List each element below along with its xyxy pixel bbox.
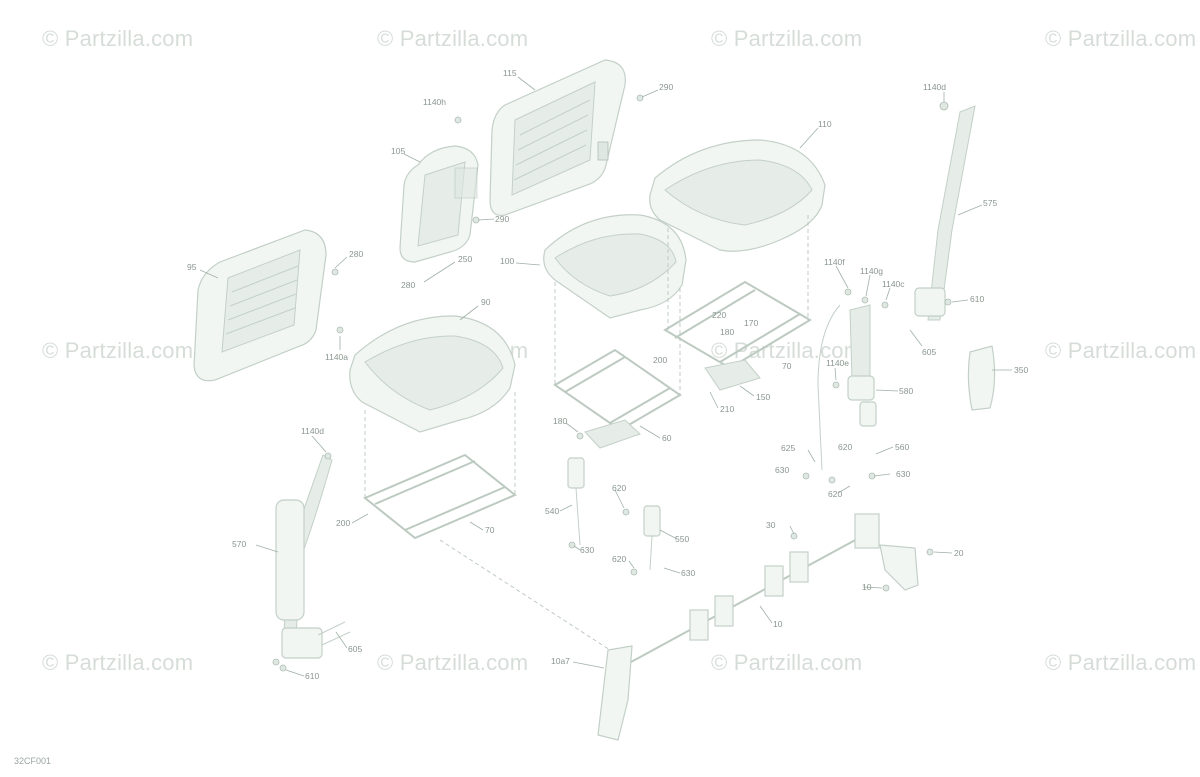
part-label: 1140a — [325, 352, 348, 362]
part-label: 620 — [828, 489, 842, 499]
part-label: 575 — [983, 198, 997, 208]
part-label: 1140h — [423, 97, 446, 107]
part-label: 580 — [899, 386, 913, 396]
seat-frame-70-upper — [663, 280, 812, 370]
leader-lines — [199, 76, 1012, 677]
part-label: 620 — [612, 554, 626, 564]
diagram-code: 32CF001 — [14, 756, 52, 766]
backrest-105 — [399, 145, 479, 263]
crossbar-10 — [597, 513, 919, 741]
part-label: 10 — [773, 619, 783, 629]
part-label: 1140c — [882, 279, 905, 289]
backrest-95 — [193, 229, 327, 382]
part-label: 10 — [862, 582, 872, 592]
part-label: 630 — [896, 469, 910, 479]
bracket-180 — [584, 419, 641, 449]
seat-belt-570 — [275, 454, 333, 659]
watermark: © Partzilla.com — [1045, 650, 1197, 675]
part-label: 1140g — [860, 266, 883, 276]
part-label: 250 — [458, 254, 472, 264]
backrest-115 — [489, 59, 626, 217]
part-label: 100 — [500, 256, 514, 266]
part-label: 625 — [781, 443, 795, 453]
buckle-540 — [567, 457, 585, 546]
part-label: 350 — [1014, 365, 1028, 375]
watermark: © Partzilla.com — [1045, 26, 1197, 51]
part-label: 280 — [401, 280, 415, 290]
seat-cushion-90 — [349, 315, 516, 433]
part-label: 210 — [720, 404, 734, 414]
watermark: © Partzilla.com — [42, 26, 194, 51]
part-label: 200 — [336, 518, 350, 528]
part-label: 150 — [756, 392, 770, 402]
watermark: © Partzilla.com — [711, 650, 863, 675]
part-label: 620 — [838, 442, 852, 452]
hardware — [272, 94, 952, 672]
part-label: 30 — [766, 520, 776, 530]
part-label: 90 — [481, 297, 491, 307]
part-label: 220 — [712, 310, 726, 320]
part-labels: 115 290 1140h 105 290 110 1140d 575 280 … — [187, 68, 1028, 681]
watermark: © Partzilla.com — [711, 26, 863, 51]
watermark: © Partzilla.com — [42, 650, 194, 675]
part-label: 70 — [782, 361, 792, 371]
part-label: 1140e — [826, 358, 849, 368]
watermark: © Partzilla.com — [1045, 338, 1197, 363]
alignment-lines — [364, 215, 809, 651]
seat-frame-70-lower — [363, 453, 517, 540]
seat-belt-580 — [817, 304, 877, 471]
cover-350 — [967, 345, 996, 411]
watermark: © Partzilla.com — [377, 650, 529, 675]
seat-belt-575 — [914, 101, 976, 321]
part-label: 70 — [485, 525, 495, 535]
part-label: 280 — [349, 249, 363, 259]
part-label: 610 — [305, 671, 319, 681]
part-label: 290 — [495, 214, 509, 224]
part-label: 60 — [662, 433, 672, 443]
bracket-150 — [704, 359, 761, 391]
part-label: 115 — [503, 68, 517, 78]
part-label: 570 — [232, 539, 246, 549]
part-label: 605 — [348, 644, 362, 654]
part-label: 110 — [818, 119, 832, 129]
part-label: 610 — [970, 294, 984, 304]
part-label: 1140d — [301, 426, 324, 436]
part-label: 180 — [553, 416, 567, 426]
part-label: 550 — [675, 534, 689, 544]
part-label: 630 — [580, 545, 594, 555]
part-label: 170 — [744, 318, 758, 328]
buckle-550 — [643, 505, 661, 571]
part-label: 180 — [720, 327, 734, 337]
part-label: 200 — [653, 355, 667, 365]
seat-cushion-100 — [543, 214, 687, 319]
part-label: 630 — [775, 465, 789, 475]
watermark: © Partzilla.com — [42, 338, 194, 363]
part-label: 540 — [545, 506, 559, 516]
part-label: 105 — [391, 146, 405, 156]
part-label: 95 — [187, 262, 197, 272]
watermark: © Partzilla.com — [711, 338, 863, 363]
part-label: 20 — [954, 548, 964, 558]
part-label: 560 — [895, 442, 909, 452]
part-label: 605 — [922, 347, 936, 357]
seat-cushion-110 — [649, 139, 826, 252]
part-label: 630 — [681, 568, 695, 578]
part-label: 290 — [659, 82, 673, 92]
part-label: 1140f — [824, 257, 845, 267]
part-label: 620 — [612, 483, 626, 493]
part-label: 1140d — [923, 82, 946, 92]
watermark: © Partzilla.com — [377, 26, 529, 51]
part-label: 10a7 — [551, 656, 570, 666]
